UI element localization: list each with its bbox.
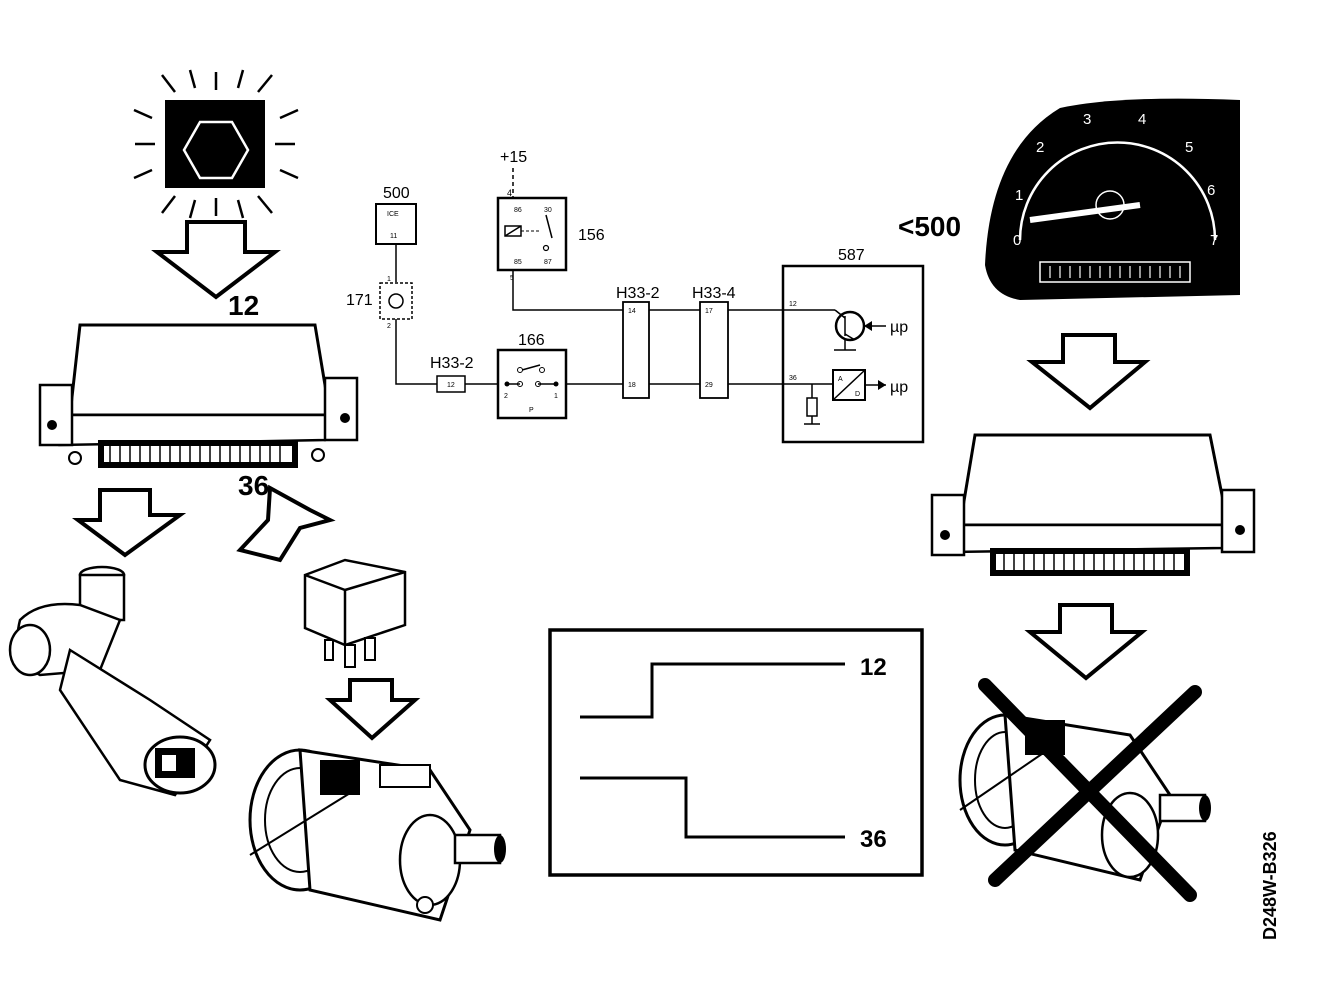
tick-6: 6 xyxy=(1207,182,1215,199)
signal-trace-upper xyxy=(580,662,845,719)
ac-compressor-left xyxy=(248,748,506,922)
tick-5: 5 xyxy=(1185,139,1193,156)
trace-lower-label: 36 xyxy=(860,826,887,853)
relay-pin-5: 5 xyxy=(510,275,514,282)
arrow-down-left xyxy=(71,488,187,558)
connector-mid-pin-top: 14 xyxy=(628,308,636,315)
adc-d-label: D xyxy=(855,391,860,398)
switch-pin-2: 2 xyxy=(504,393,508,400)
tick-7: 7 xyxy=(1210,232,1218,249)
tick-0: 0 xyxy=(1013,232,1021,249)
sensor-171-pin-2: 2 xyxy=(387,323,391,330)
figure-id-label: D248W-B326 xyxy=(1260,831,1280,940)
switch-pin-1: 1 xyxy=(554,393,558,400)
mu-bottom-label: µp xyxy=(890,379,908,396)
ecu-pin-36-label: 36 xyxy=(238,470,269,501)
tick-3: 3 xyxy=(1083,111,1091,128)
arrow-down-3 xyxy=(324,678,421,741)
idle-air-valve xyxy=(8,565,217,797)
arrow-down-1 xyxy=(151,220,281,300)
arrow-down-right xyxy=(236,484,336,563)
connector-left-id: H33-2 xyxy=(430,355,474,372)
ecu-587-id: 587 xyxy=(838,247,865,264)
sensor-171-id: 171 xyxy=(346,292,373,309)
signal-timing-box: 12 36 xyxy=(548,628,924,877)
connector-right-pin-bottom: 29 xyxy=(705,382,713,389)
connector-right-id: H33-4 xyxy=(692,285,736,302)
relay-pin-30: 30 xyxy=(544,207,552,214)
relay-pin-4: 4 xyxy=(507,188,512,198)
arrow-down-right-1 xyxy=(1026,333,1151,411)
tick-1: 1 xyxy=(1015,187,1023,204)
ice-unit-pin: 11 xyxy=(390,233,397,240)
ecu-pin-12-label: 12 xyxy=(228,290,259,321)
wiring-schematic: +15 4 86 30 85 87 5 156 500 ICE 11 171 1… xyxy=(346,149,925,444)
ice-unit-id: 500 xyxy=(383,185,410,202)
switch-p-label: P xyxy=(529,407,534,414)
relay-pin-87: 87 xyxy=(544,259,552,266)
connector-left-pin: 12 xyxy=(447,382,455,389)
ac-compressor-right-disabled xyxy=(958,678,1211,902)
connector-right-pin-top: 17 xyxy=(705,308,713,315)
ac-relay xyxy=(303,558,407,668)
relay-id-label: 156 xyxy=(578,227,605,244)
ice-unit-label: ICE xyxy=(387,211,399,218)
tachometer: 0 1 2 3 4 5 6 7 xyxy=(985,98,1240,300)
ecu-587-pin-top: 12 xyxy=(789,301,797,308)
adc-a-label: A xyxy=(838,376,843,383)
relay-pin-86: 86 xyxy=(514,207,522,214)
relay-pin-85: 85 xyxy=(514,259,522,266)
relay-156-box xyxy=(496,196,568,272)
ecu-587-box xyxy=(781,264,925,444)
mu-top-label: µp xyxy=(890,319,908,336)
tick-2: 2 xyxy=(1036,139,1044,156)
connector-mid-id: H33-2 xyxy=(616,285,660,302)
ecu-module-left xyxy=(38,323,359,468)
trace-upper-label: 12 xyxy=(860,654,887,681)
rpm-condition-label: <500 xyxy=(898,211,961,242)
switch-166-id: 166 xyxy=(518,332,545,349)
tick-4: 4 xyxy=(1138,111,1146,128)
signal-trace-lower xyxy=(580,776,845,839)
arrow-down-right-2 xyxy=(1024,603,1148,681)
ecu-587-pin-bottom: 36 xyxy=(789,375,797,382)
connector-mid-pin-bottom: 18 xyxy=(628,382,636,389)
sensor-171-pin-1: 1 xyxy=(387,276,391,283)
ice-warning-icon xyxy=(133,69,299,219)
ecu-module-right xyxy=(930,433,1256,576)
ice-unit-box xyxy=(375,203,417,245)
supply-label: +15 xyxy=(500,149,527,166)
